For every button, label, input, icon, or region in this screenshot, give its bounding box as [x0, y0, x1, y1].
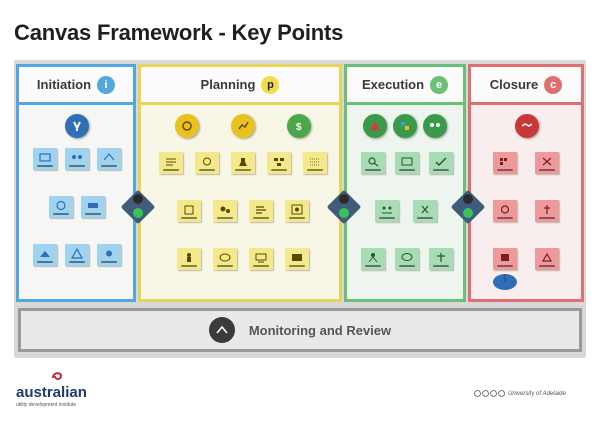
execution-note-icon	[429, 248, 453, 270]
planning-note-icon	[213, 200, 237, 222]
initiation-note-icon	[65, 244, 89, 266]
closure-disc-icon	[515, 114, 539, 138]
credit-text: University of Adelaide	[508, 390, 566, 397]
phase-closure-body	[471, 108, 581, 299]
traffic-light-icon	[120, 188, 156, 225]
phase-initiation-label: Initiation	[36, 77, 92, 92]
initiation-note-icon	[33, 244, 57, 266]
planning-note-icon	[285, 248, 309, 270]
planning-note-icon	[249, 200, 273, 222]
closure-note-icon	[493, 200, 517, 222]
logo-text: australian	[16, 384, 87, 401]
phase-initiation: Initiation i	[16, 64, 136, 302]
planning-note-icon	[249, 248, 273, 270]
phase-execution-badge: e	[430, 75, 449, 94]
planning-note-icon	[159, 152, 183, 174]
execution-note-icon	[361, 152, 385, 174]
closure-note-icon	[535, 200, 559, 222]
planning-disc-icon	[231, 114, 255, 138]
phase-closure: Closure c	[468, 64, 584, 302]
execution-disc-icon	[363, 114, 387, 138]
phase-initiation-body	[19, 108, 133, 299]
initiation-note-icon	[49, 196, 73, 218]
planning-note-icon	[285, 200, 309, 222]
phase-planning-badge: p	[261, 75, 280, 94]
execution-note-icon	[395, 248, 419, 270]
initiation-note-icon	[33, 148, 57, 170]
initiation-note-icon	[97, 244, 121, 266]
license-credit: University of Adelaide	[474, 390, 566, 397]
initiation-note-icon	[81, 196, 105, 218]
initiation-note-icon	[97, 148, 121, 170]
phase-execution-header: Execution e	[347, 67, 463, 105]
planning-disc-icon	[175, 114, 199, 138]
monitoring-review-bar: Monitoring and Review	[18, 308, 582, 352]
planning-note-icon	[195, 152, 219, 174]
computer-mouse-icon	[490, 272, 520, 292]
execution-note-icon	[429, 152, 453, 174]
planning-note-icon	[231, 152, 255, 174]
execution-note-icon	[361, 248, 385, 270]
phase-planning-label: Planning	[200, 77, 256, 92]
phase-initiation-badge: i	[97, 75, 116, 94]
page-title: Canvas Framework - Key Points	[14, 20, 344, 45]
closure-note-icon	[493, 152, 517, 174]
logo-swirl-icon	[52, 372, 63, 380]
initiation-note-icon	[65, 148, 89, 170]
phase-closure-label: Closure	[489, 77, 539, 92]
phase-initiation-header: Initiation i	[19, 67, 133, 105]
initiation-disc-icon	[65, 114, 89, 138]
planning-note-icon	[303, 152, 327, 174]
execution-note-icon	[395, 152, 419, 174]
phase-planning-header: Planning p	[141, 67, 339, 105]
traffic-light-icon	[450, 188, 486, 225]
monitoring-disc-icon	[208, 317, 235, 343]
phase-closure-header: Closure c	[471, 67, 581, 105]
planning-note-icon	[177, 200, 201, 222]
logo-subtext: utility development institute	[16, 402, 77, 408]
planning-disc-icon: $	[287, 114, 311, 138]
canvas-board: Initiation i Planning p $	[14, 60, 586, 358]
phase-execution: Execution e	[344, 64, 466, 302]
traffic-light-icon	[326, 188, 362, 225]
phase-planning: Planning p $	[138, 64, 342, 302]
planning-note-icon	[177, 248, 201, 270]
execution-note-icon	[375, 200, 399, 222]
creative-commons-icon	[474, 390, 505, 397]
phase-planning-body: $	[141, 108, 339, 299]
closure-note-icon	[535, 248, 559, 270]
planning-note-icon	[213, 248, 237, 270]
execution-note-icon	[413, 200, 437, 222]
svg-text:$: $	[296, 122, 302, 133]
closure-note-icon	[535, 152, 559, 174]
execution-disc-icon	[393, 114, 417, 138]
closure-note-icon	[493, 248, 517, 270]
execution-disc-icon	[423, 114, 447, 138]
planning-note-icon	[267, 152, 291, 174]
phase-closure-badge: c	[544, 75, 563, 94]
monitoring-review-label: Monitoring and Review	[248, 322, 392, 338]
phase-execution-body	[347, 108, 463, 299]
phase-execution-label: Execution	[361, 77, 425, 92]
